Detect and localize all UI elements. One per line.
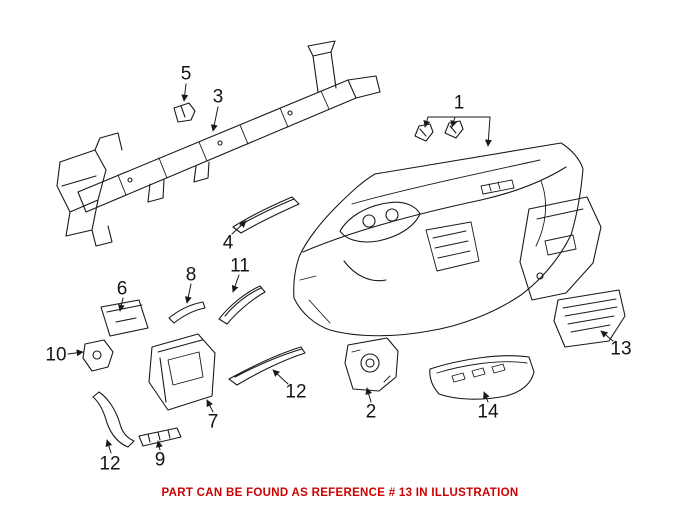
part-label-6: 6 xyxy=(116,278,128,300)
part-label-11: 11 xyxy=(230,255,250,277)
console-trim-7-drawing xyxy=(148,333,216,411)
leader-lines xyxy=(67,83,614,454)
clips-1-drawing xyxy=(414,120,464,142)
part-label-2: 2 xyxy=(365,401,377,423)
trim-12-left-drawing xyxy=(92,391,135,448)
trim-strip-8-drawing xyxy=(168,301,206,324)
caption: PART CAN BE FOUND AS REFERENCE # 13 IN I… xyxy=(161,487,519,499)
part-label-9: 9 xyxy=(154,449,166,471)
strip-9-drawing xyxy=(138,427,182,447)
crossmember-beam-drawing xyxy=(56,40,381,247)
trim-strip-4-drawing xyxy=(232,196,300,234)
trim-14-drawing xyxy=(429,355,535,400)
trim-strip-11-drawing xyxy=(218,285,266,325)
part-label-3: 3 xyxy=(212,86,224,108)
part-label-12-mid: 12 xyxy=(285,381,307,403)
instrument-panel-drawing xyxy=(293,142,584,337)
vent-13-drawing xyxy=(553,289,626,348)
part-label-8: 8 xyxy=(185,264,197,286)
trim-12-middle-drawing xyxy=(228,346,306,386)
part-label-1: 1 xyxy=(453,92,465,114)
right-lower-panel-drawing xyxy=(519,196,602,301)
part-label-14: 14 xyxy=(477,401,499,423)
part-label-7: 7 xyxy=(207,411,219,433)
panel-6-drawing xyxy=(100,299,149,337)
clip-5-drawing xyxy=(173,102,196,123)
part-label-5: 5 xyxy=(180,63,192,85)
part-label-10: 10 xyxy=(45,344,67,366)
part-label-4: 4 xyxy=(222,232,234,254)
part-label-13: 13 xyxy=(610,338,632,360)
bracket-2-drawing xyxy=(344,337,399,392)
bracket-10-drawing xyxy=(82,339,114,372)
part-label-12-left: 12 xyxy=(99,453,121,475)
